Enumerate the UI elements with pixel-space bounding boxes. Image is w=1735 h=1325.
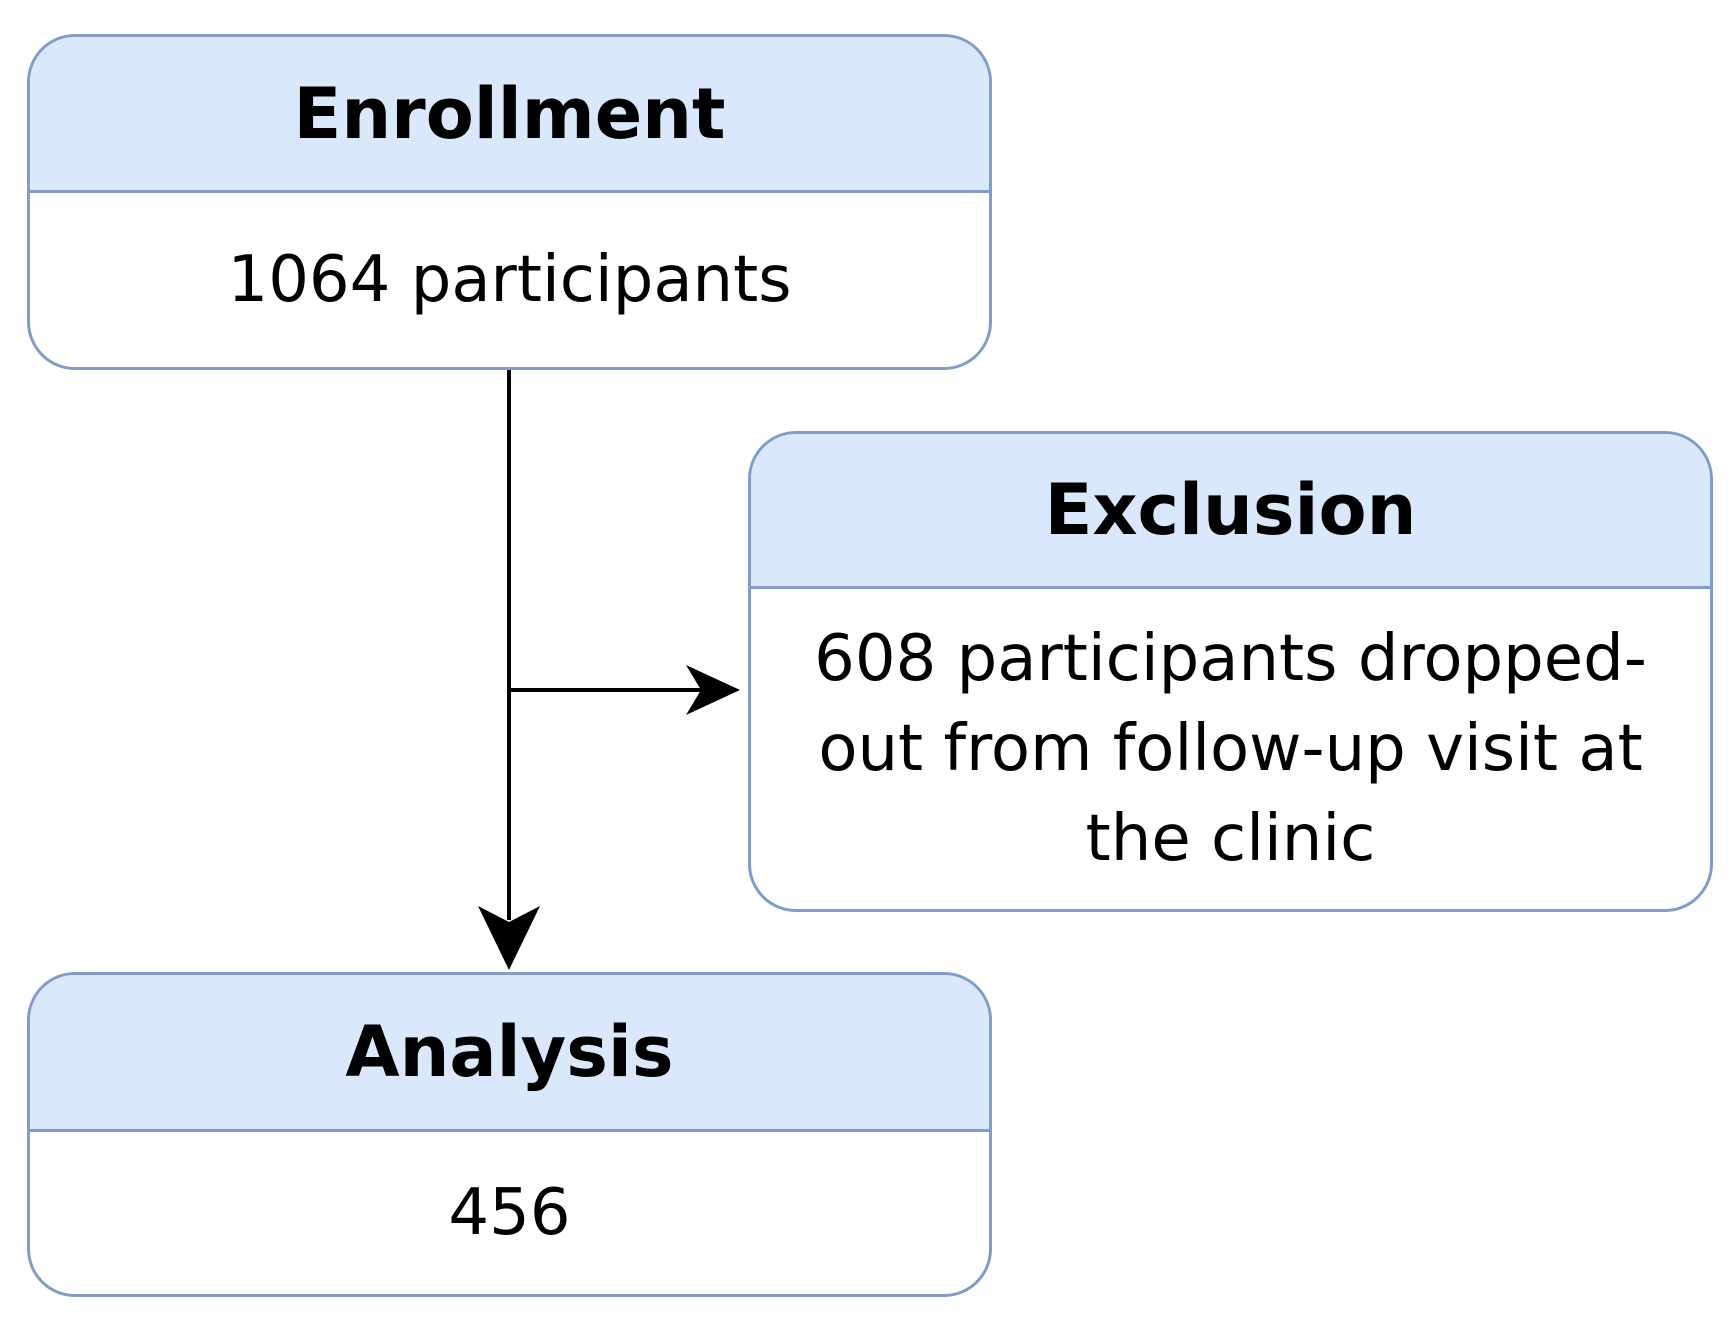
- analysis-text: 456: [448, 1176, 571, 1250]
- analysis-arrowhead: [478, 906, 540, 970]
- exclusion-title: Exclusion: [751, 434, 1710, 589]
- enrollment-text: 1064 participants: [227, 243, 792, 317]
- exclusion-arrowhead: [686, 665, 740, 715]
- exclusion-text: 608 participants dropped-out from follow…: [814, 622, 1647, 876]
- analysis-box: Analysis 456: [27, 972, 992, 1297]
- analysis-title: Analysis: [30, 975, 989, 1132]
- enrollment-box: Enrollment 1064 participants: [27, 34, 992, 370]
- exclusion-box: Exclusion 608 participants dropped-out f…: [748, 431, 1713, 912]
- enrollment-title: Enrollment: [30, 37, 989, 193]
